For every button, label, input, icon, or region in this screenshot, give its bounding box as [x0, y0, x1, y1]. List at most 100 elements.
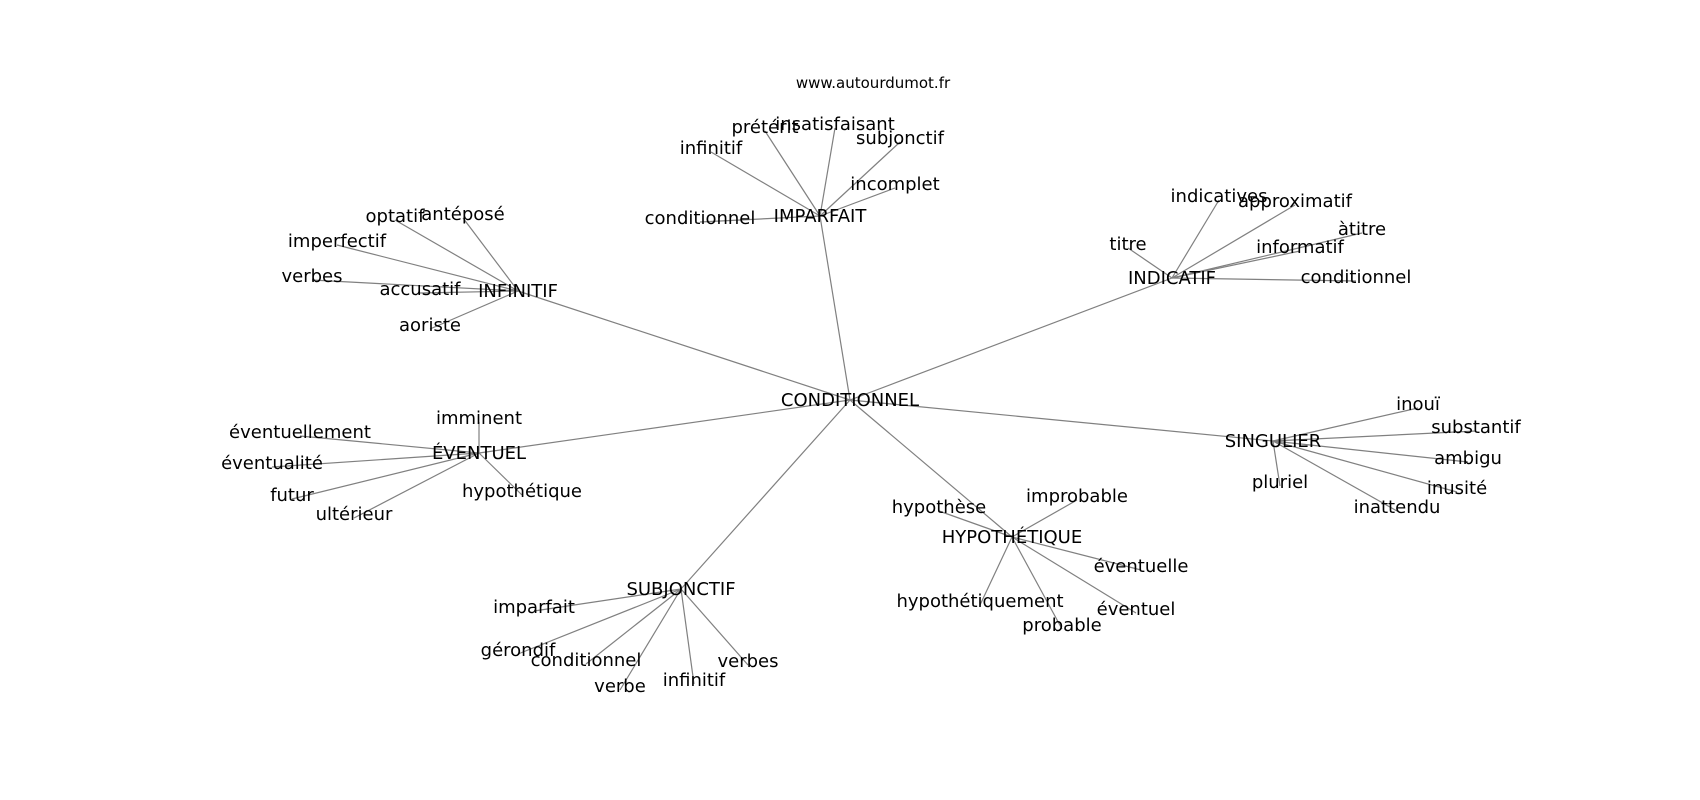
edge-2-0 — [1171, 199, 1220, 279]
leaf-node: conditionnel — [1301, 267, 1412, 288]
edge-root-3 — [478, 399, 851, 454]
edge-root-1 — [517, 290, 851, 401]
leaf-node: insatisfaisant — [775, 114, 895, 135]
leaf-node: informatif — [1256, 237, 1344, 258]
leaf-node: gérondif — [481, 640, 556, 661]
leaf-node: optatif — [366, 206, 426, 227]
hub-node: HYPOTHÉTIQUE — [942, 526, 1082, 548]
leaf-node: éventualité — [221, 453, 323, 474]
leaf-node: éventuellement — [229, 422, 371, 443]
edge-3-2 — [271, 452, 480, 468]
edge-6-4 — [680, 588, 695, 685]
leaf-node: improbable — [1026, 486, 1128, 507]
leaf-node: futur — [270, 485, 314, 506]
leaf-node: accusatif — [379, 279, 461, 300]
graph-labels: www.autourdumot.fr CONDITIONNEL IMPARFAIT… — [221, 74, 1521, 697]
edge-4-2 — [1272, 440, 1469, 463]
edge-2-3 — [1171, 232, 1363, 279]
edge-3-4 — [353, 452, 480, 519]
leaf-node: hypothèse — [892, 497, 987, 518]
leaf-node: infinitif — [663, 670, 726, 691]
leaf-node: indicatives — [1171, 186, 1268, 207]
leaf-node: ultérieur — [316, 504, 393, 525]
edge-5-4 — [1011, 536, 1063, 630]
edge-root-2 — [849, 277, 1173, 401]
leaf-node: verbe — [594, 676, 646, 697]
leaf-node: incomplet — [850, 174, 939, 195]
edge-1-4 — [419, 290, 519, 294]
hub-node: IMPARFAIT — [774, 206, 868, 227]
leaf-node: conditionnel — [645, 208, 756, 229]
hub-node: SINGULIER — [1225, 431, 1322, 452]
leaf-node: imperfectif — [288, 231, 387, 252]
leaf-node: prétérit — [731, 117, 798, 138]
leaf-node: verbes — [281, 266, 342, 287]
leaf-node: substantif — [1431, 417, 1521, 438]
edge-5-5 — [1011, 536, 1137, 614]
edge-6-3 — [619, 588, 682, 691]
hub-node: SUBJONCTIF — [626, 579, 735, 600]
edge-1-5 — [429, 290, 519, 330]
leaf-node: éventuel — [1097, 599, 1176, 620]
leaf-node: àtitre — [1338, 219, 1386, 240]
hub-node: INFINITIF — [478, 281, 558, 302]
edge-0-1 — [764, 130, 821, 217]
leaf-node: infinitif — [680, 138, 743, 159]
edge-4-3 — [1272, 440, 1458, 493]
edge-0-0 — [710, 151, 821, 217]
edge-1-3 — [311, 279, 519, 292]
edge-6-1 — [517, 588, 682, 655]
edge-5-0 — [938, 510, 1013, 538]
edge-3-5 — [478, 452, 523, 496]
edge-1-1 — [462, 217, 519, 292]
leaf-node: imparfait — [493, 597, 575, 618]
edge-5-3 — [979, 536, 1013, 606]
hub-node: INDICATIF — [1128, 268, 1216, 289]
graph-edges — [271, 127, 1477, 691]
leaf-node: conditionnel — [531, 650, 642, 671]
hub-node: ÉVENTUEL — [432, 442, 526, 464]
edge-2-5 — [1171, 277, 1357, 282]
edge-0-4 — [819, 187, 896, 217]
edge-4-0 — [1272, 407, 1419, 442]
leaf-node: probable — [1022, 615, 1101, 636]
leaf-node: titre — [1109, 234, 1146, 255]
leaf-node: inattendu — [1354, 497, 1441, 518]
leaf-node: verbes — [717, 651, 778, 672]
leaf-node: approximatif — [1238, 191, 1353, 212]
edge-5-2 — [1011, 536, 1142, 571]
edge-1-0 — [394, 219, 519, 292]
edge-4-1 — [1272, 430, 1477, 442]
edge-2-1 — [1171, 204, 1296, 279]
leaf-node: inusité — [1427, 478, 1487, 499]
edge-3-1 — [299, 435, 480, 454]
edge-1-2 — [336, 244, 519, 292]
leaf-node: éventuelle — [1094, 556, 1189, 577]
leaf-node: pluriel — [1252, 472, 1308, 493]
leaf-node: antéposé — [421, 204, 504, 225]
edge-root-4 — [849, 399, 1274, 442]
edge-0-5 — [699, 215, 821, 223]
edge-4-4 — [1272, 440, 1281, 487]
edge-6-2 — [585, 588, 682, 665]
leaf-node: hypothétiquement — [896, 591, 1063, 612]
edge-0-2 — [819, 127, 836, 217]
edge-0-3 — [819, 141, 901, 217]
leaf-node: subjonctif — [856, 128, 945, 149]
edge-root-0 — [819, 215, 851, 401]
leaf-node: hypothétique — [462, 481, 582, 502]
leaf-node: inouï — [1396, 394, 1441, 415]
leaf-node: aoriste — [399, 315, 461, 336]
edge-root-6 — [680, 399, 851, 590]
root-node: CONDITIONNEL — [781, 390, 919, 411]
leaf-node: imminent — [436, 408, 522, 429]
edge-root-5 — [849, 399, 1013, 538]
edge-5-1 — [1011, 499, 1078, 538]
edge-2-2 — [1127, 247, 1173, 279]
edge-3-3 — [291, 452, 480, 500]
edge-2-4 — [1171, 250, 1301, 279]
leaf-node: ambigu — [1434, 448, 1502, 469]
site-watermark: www.autourdumot.fr — [796, 74, 951, 92]
edge-6-0 — [533, 588, 682, 612]
